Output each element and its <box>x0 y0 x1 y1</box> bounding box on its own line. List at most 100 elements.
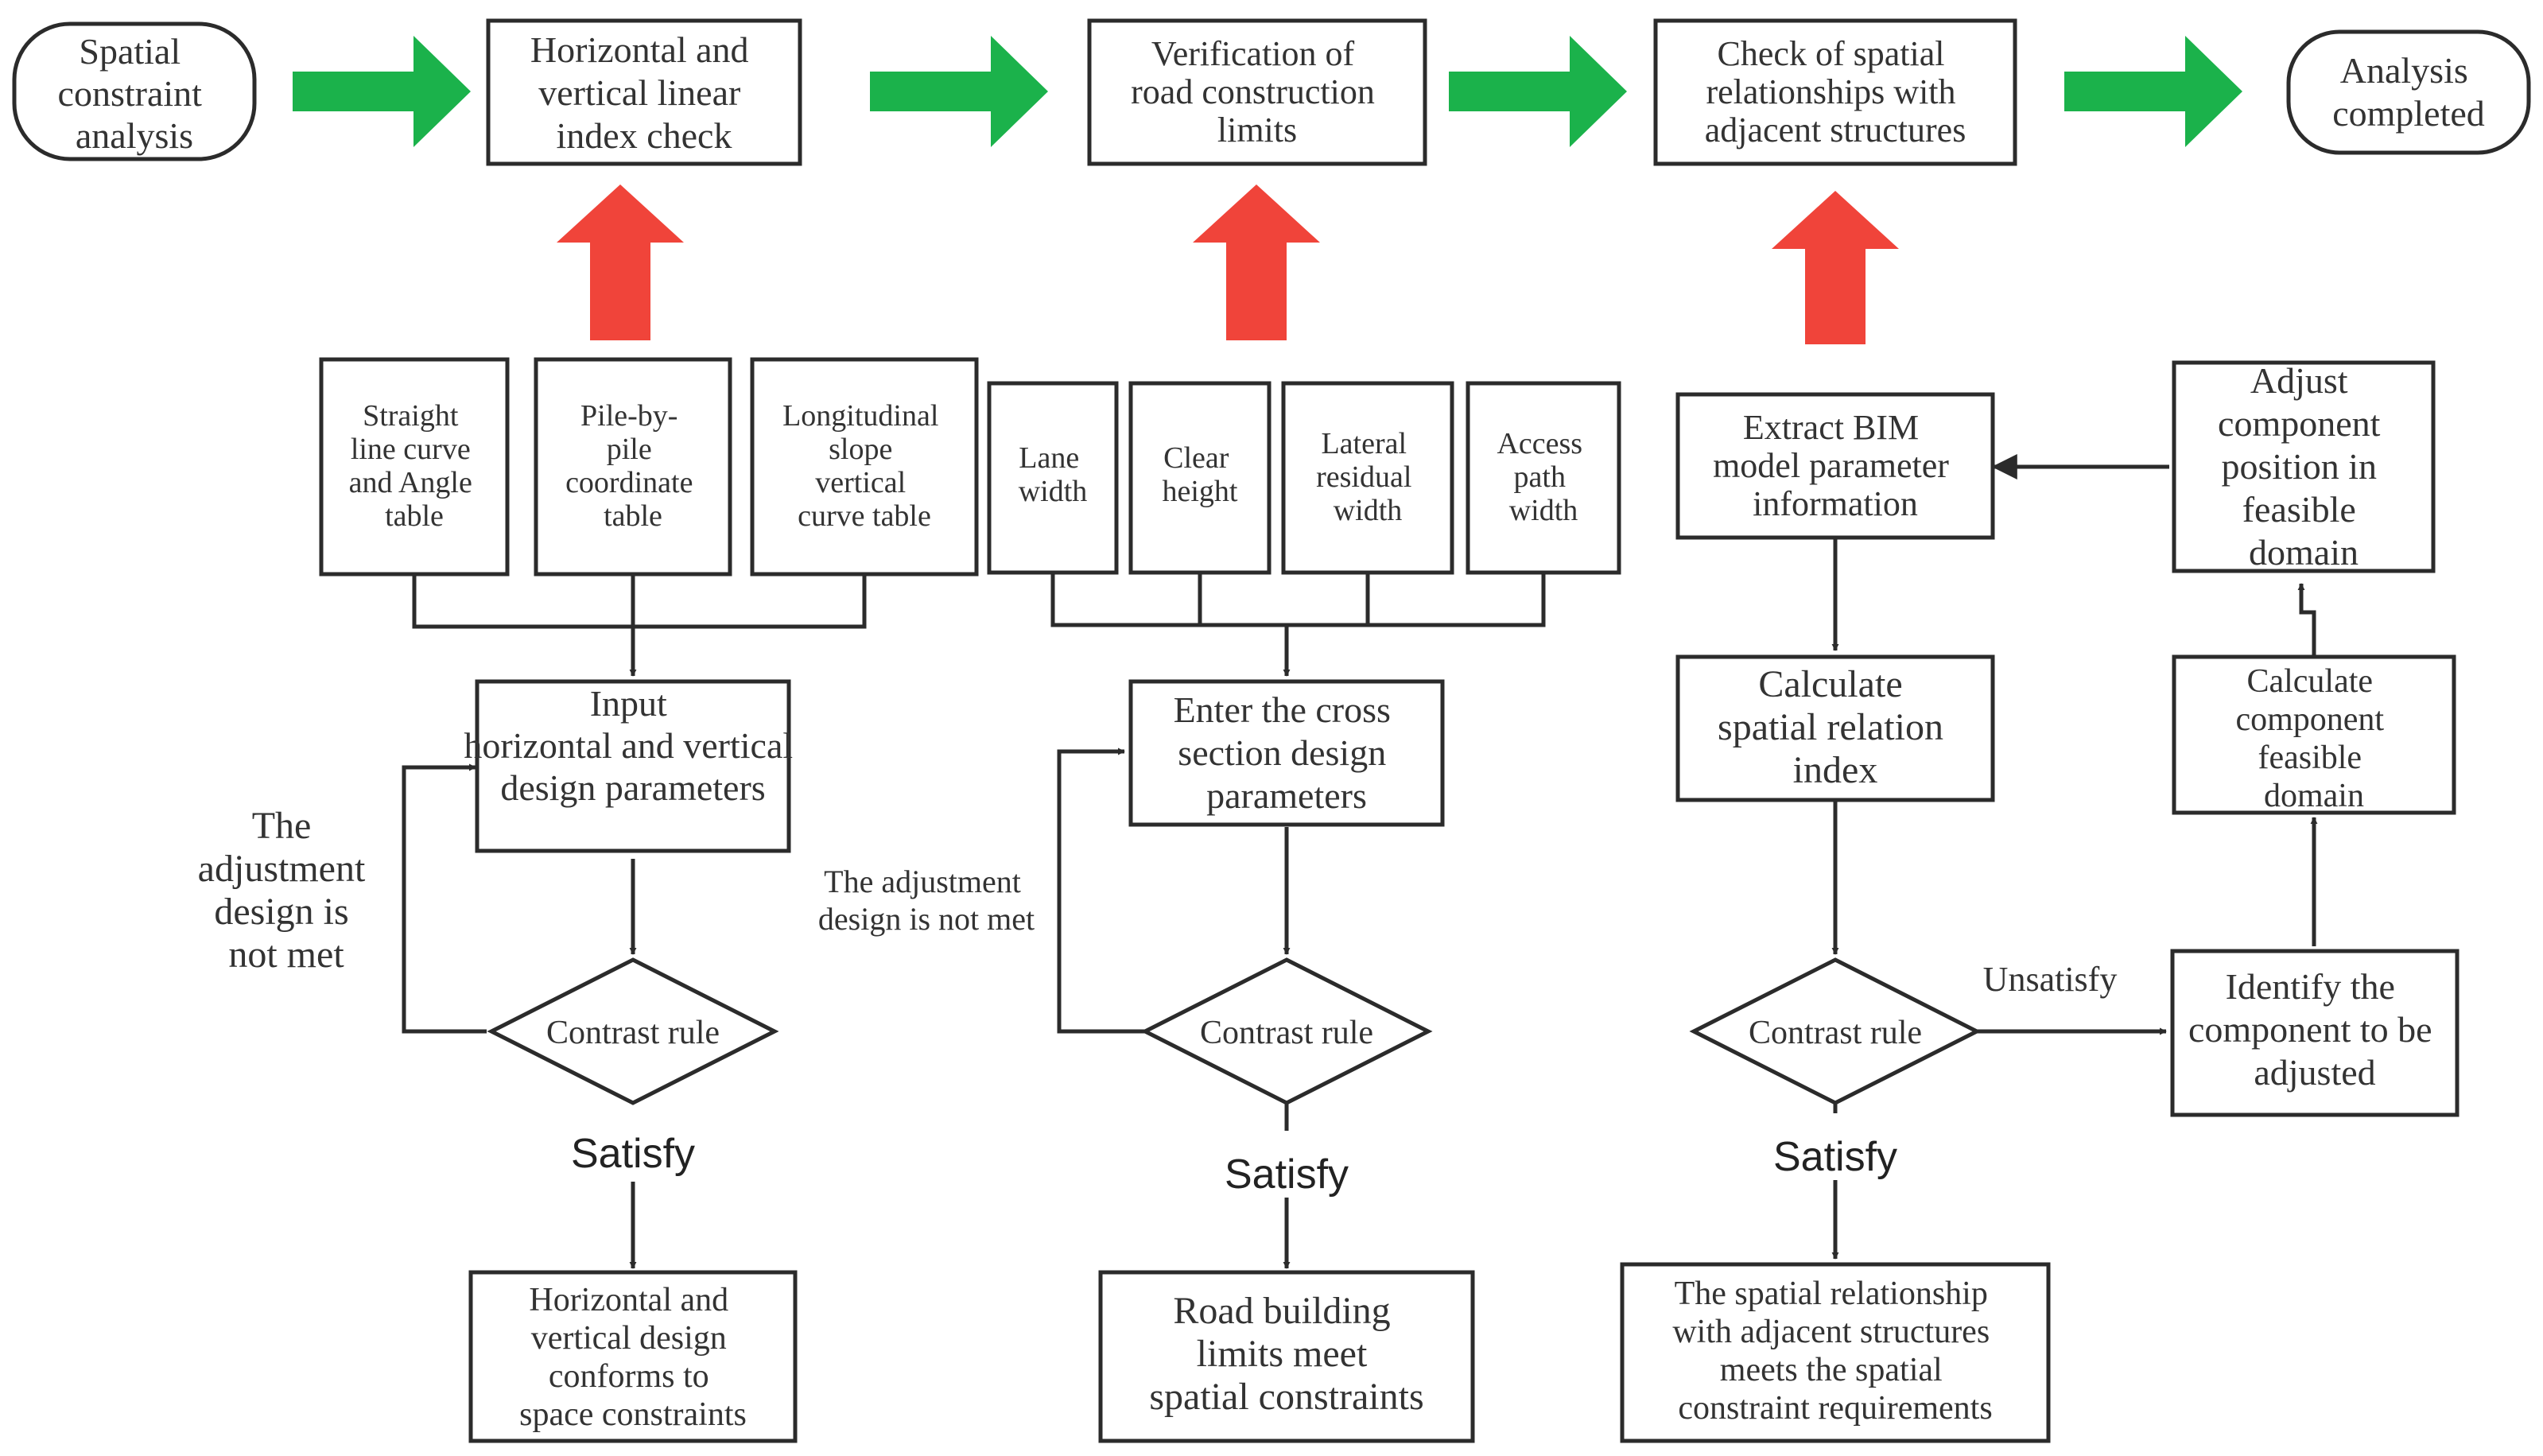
svg-text:Calculate component: Calculate component feasible domain <box>2235 663 2392 814</box>
s3-extract-line3: information <box>1753 484 1918 523</box>
svg-text:Lane width: Lane width <box>1019 441 1088 508</box>
s2-input1-line2: width <box>1019 475 1088 508</box>
s2-input4-line2: path <box>1514 460 1566 494</box>
s3-calc-line2: spatial relation <box>1718 706 1943 748</box>
s3-feasible-line2: component <box>2235 701 2384 738</box>
s3-adjust-line1: Adjust <box>2250 360 2348 401</box>
s3-extract-bim: Extract BIM model parameter information <box>1675 392 1995 540</box>
s1-input-params: Input horizontal and vertical design par… <box>464 679 802 853</box>
s1-input3-line2: slope <box>829 433 892 466</box>
s3-result: The spatial relationship with adjacent s… <box>1620 1262 2051 1443</box>
step2-label-line2: road construction <box>1131 72 1375 111</box>
step2-label-line1: Verification of <box>1151 34 1355 73</box>
s1-result-line4: space constraints <box>519 1396 747 1433</box>
s3-feasible-line3: feasible <box>2258 740 2362 776</box>
s2-input2-line1: Clear <box>1163 441 1229 475</box>
svg-text:Horizontal and vertical: Horizontal and vertical design conforms … <box>519 1282 747 1433</box>
s1-feedback-line4: not met <box>228 934 344 976</box>
s2-result-line2: limits meet <box>1197 1333 1368 1375</box>
svg-text:Check of spatial relatio: Check of spatial relationships with adja… <box>1705 34 1966 149</box>
svg-text:Spatial constraint: Spatial constraint analysis <box>58 31 212 156</box>
s1-input1-line2: line curve <box>351 433 471 466</box>
s1-params-line3: design parameters <box>500 767 765 808</box>
s2-params-line3: parameters <box>1206 775 1367 816</box>
s1-input3-line4: curve table <box>798 499 931 533</box>
s3-extract-line2: model parameter <box>1713 446 1949 485</box>
s2-feedback-line2: design is not met <box>818 901 1035 937</box>
s3-adjust-position: Adjust component position in feasible do… <box>2172 360 2436 573</box>
start-label-line3: analysis <box>76 115 193 156</box>
s3-identify-component: Identify the component to be adjusted <box>2170 949 2460 1117</box>
s2-rule-label: Contrast rule <box>1200 1015 1373 1051</box>
s3-identify-line3: adjusted <box>2254 1052 2375 1093</box>
svg-text:Lateral residual w: Lateral residual width <box>1316 427 1419 527</box>
s1-input1-line1: Straight <box>363 399 459 433</box>
s3-rule-label: Contrast rule <box>1749 1015 1922 1051</box>
step1-label-line2: vertical linear <box>538 72 740 113</box>
s2-params-line1: Enter the cross <box>1174 689 1391 730</box>
s3-identify-line2: component to be <box>2188 1009 2432 1050</box>
svg-text:Calculate spatial relati: Calculate spatial relation index <box>1718 663 1953 791</box>
section1-connectors <box>402 574 867 1269</box>
green-arrow-4 <box>2064 36 2242 147</box>
svg-text:Extract BIM model parame: Extract BIM model parameter information <box>1713 408 1958 523</box>
s2-result: Road building limits meet spatial constr… <box>1098 1270 1475 1443</box>
step2-label-line3: limits <box>1217 111 1297 149</box>
step3-label-line2: relationships with <box>1706 72 1955 111</box>
step-adjacent-structures-check: Check of spatial relationships with adja… <box>1653 18 2017 166</box>
start-label-line1: Spatial <box>79 31 181 72</box>
svg-text:Enter the cross section: Enter the cross section design parameter… <box>1174 689 1400 816</box>
s1-params-line1: Input <box>590 683 667 724</box>
svg-text:Road building limits mee: Road building limits meet spatial constr… <box>1149 1290 1423 1418</box>
s1-feedback-label: The adjustment design is not met <box>198 805 375 976</box>
svg-text:Access path width: Access path width <box>1497 427 1590 527</box>
svg-text:Horizontal and vertical: Horizontal and vertical linear index che… <box>530 29 758 156</box>
start-node: Spatial constraint analysis <box>12 21 257 161</box>
step-road-construction-limits: Verification of road construction limits <box>1087 18 1427 166</box>
step-horizontal-vertical-check: Horizontal and vertical linear index che… <box>486 18 802 166</box>
svg-text:Input horizontal and ver: Input horizontal and vertical design par… <box>464 683 802 808</box>
start-label-line2: constraint <box>58 73 203 114</box>
s3-satisfy-label: Satisfy <box>1773 1134 1897 1180</box>
s1-input1-line3: and Angle <box>349 466 472 499</box>
s2-input3-line2: residual <box>1316 460 1411 494</box>
s3-result-line1: The spatial relationship <box>1675 1275 1988 1312</box>
s1-input1-line4: table <box>385 499 444 533</box>
svg-text:The spatial relationship: The spatial relationship with adjacent s… <box>1672 1275 1998 1427</box>
s3-feasible-line1: Calculate <box>2246 663 2373 700</box>
s1-input2-line4: table <box>604 499 662 533</box>
s2-input3-line1: Lateral <box>1321 427 1407 460</box>
svg-text:Pile-by- pile coor: Pile-by- pile coordinate table <box>565 399 701 533</box>
s3-feasible-line4: domain <box>2264 778 2364 814</box>
s3-calculate-index: Calculate spatial relation index <box>1675 654 1995 802</box>
s2-input3-line3: width <box>1334 494 1403 527</box>
svg-text:Longitudinal slope: Longitudinal slope vertical curve table <box>782 399 946 533</box>
s2-params-line2: section design <box>1178 732 1386 773</box>
svg-text:Adjust component p: Adjust component position in feasible do… <box>2218 360 2390 573</box>
s2-result-line1: Road building <box>1173 1290 1390 1332</box>
green-arrow-1 <box>293 36 471 147</box>
s1-input3-line1: Longitudinal <box>782 399 938 433</box>
red-up-arrows <box>557 184 1899 344</box>
s3-feasible-domain: Calculate component feasible domain <box>2172 654 2456 815</box>
green-arrow-2 <box>870 36 1048 147</box>
svg-text:Clear height: Clear height <box>1163 441 1238 508</box>
s1-feedback-line2: adjustment <box>198 848 366 890</box>
s1-params-line2: horizontal and vertical <box>464 725 793 766</box>
red-arrow-3 <box>1772 191 1899 344</box>
s2-satisfy-label: Satisfy <box>1225 1151 1349 1198</box>
s2-input1-line1: Lane <box>1019 441 1079 475</box>
s1-input2-line1: Pile-by- <box>580 399 677 433</box>
svg-text:Verification of road con: Verification of road construction limits <box>1131 34 1384 149</box>
s1-result-line3: conforms to <box>549 1358 709 1395</box>
end-label-line2: completed <box>2332 93 2485 134</box>
green-arrow-3 <box>1449 36 1627 147</box>
red-arrow-1 <box>557 184 684 340</box>
s1-feedback-line3: design is <box>214 891 348 933</box>
s3-adjust-line4: feasible <box>2242 489 2356 530</box>
s3-calc-line3: index <box>1793 749 1878 791</box>
step1-label-line3: index check <box>557 115 732 156</box>
s1-input2-line2: pile <box>607 433 652 466</box>
step1-label-line1: Horizontal and <box>530 29 749 70</box>
